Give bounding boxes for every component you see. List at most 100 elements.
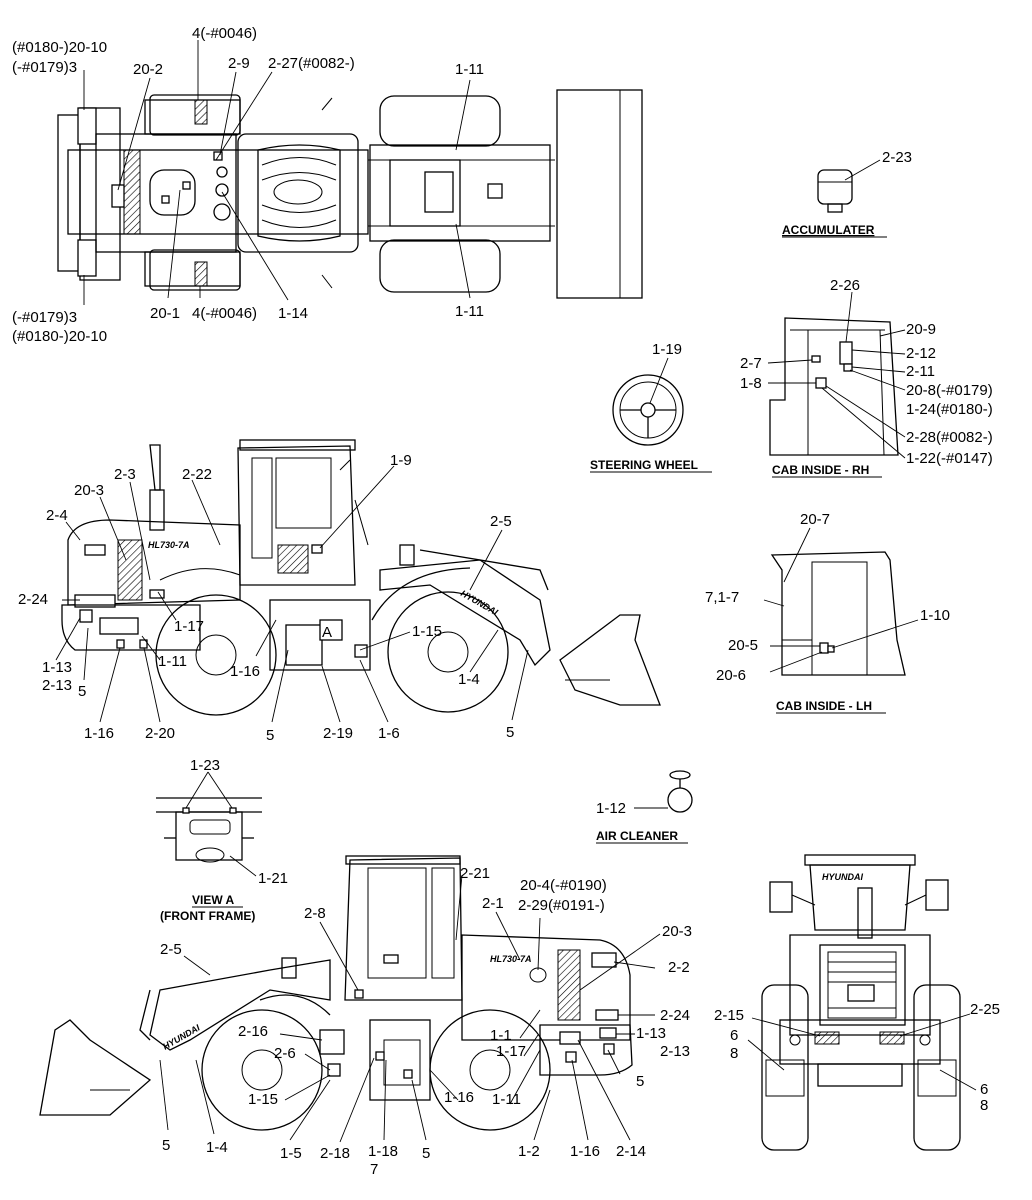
- callout-1-13-lh: 1-13: [42, 659, 72, 676]
- callout-2-24-lh: 2-24: [18, 591, 48, 608]
- callout-1-21: 1-21: [258, 870, 288, 887]
- caption-view-a: VIEW A: [192, 893, 235, 907]
- caption-accumulator: ACCUMULATER: [782, 223, 875, 237]
- caption-cab-inside-lh: CAB INSIDE - LH: [776, 699, 872, 713]
- callout-2-15: 2-15: [714, 1007, 744, 1024]
- caption-front-frame: (FRONT FRAME): [160, 909, 255, 923]
- callout-2-9: 2-9: [228, 55, 250, 72]
- callout-20-5: 20-5: [728, 637, 758, 654]
- callout-7-rh: 7: [370, 1161, 378, 1178]
- callout-2-23: 2-23: [882, 149, 912, 166]
- callout-1-16-lh-a: 1-16: [230, 663, 260, 680]
- callout-2-16: 2-16: [238, 1023, 268, 1040]
- air-cleaner-detail: 1-12 AIR CLEANER: [596, 770, 693, 844]
- left-side-view-leaders: [55, 465, 529, 723]
- callout-3-bottom: (-#0179)3: [12, 309, 77, 326]
- callout-2-21: 2-21: [460, 865, 490, 882]
- callout-20-2: 20-2: [133, 61, 163, 78]
- callout-2-19: 2-19: [323, 725, 353, 742]
- callout-2-28: 2-28(#0082-): [906, 429, 993, 446]
- left-side-view-callouts: 1-9 2-3 2-22 20-3 2-4 2-5 2-24 1-17 1-15…: [18, 452, 514, 744]
- callout-6-rear-b: 6: [980, 1081, 988, 1098]
- rear-view-machine: HYUNDAI: [761, 854, 961, 1151]
- callout-1-5: 1-5: [280, 1145, 302, 1162]
- top-view-callouts: (#0180-)20-10 (-#0179)3 20-2 4(-#0046) 2…: [12, 25, 484, 345]
- callout-2-7: 2-7: [740, 355, 762, 372]
- callout-2-24-rh: 2-24: [660, 1007, 690, 1024]
- brand-lh: HYUNDAI: [459, 588, 500, 617]
- callout-5-rh-b: 5: [162, 1137, 170, 1154]
- callout-4-bottom: 4(-#0046): [192, 305, 257, 322]
- callout-20-1: 20-1: [150, 305, 180, 322]
- callout-2-4: 2-4: [46, 507, 68, 524]
- callout-3-top: (-#0179)3: [12, 59, 77, 76]
- callout-6-rear-a: 6: [730, 1027, 738, 1044]
- callout-1-16-rh-b: 1-16: [570, 1143, 600, 1160]
- brand-rear: HYUNDAI: [822, 872, 864, 882]
- rear-view-leaders: [747, 1013, 977, 1091]
- callout-2-18: 2-18: [320, 1145, 350, 1162]
- callout-20-4: 20-4(-#0190): [520, 877, 607, 894]
- caption-cab-inside-rh: CAB INSIDE - RH: [772, 463, 869, 477]
- callout-20-8: 20-8(-#0179): [906, 382, 993, 399]
- caption-steering-wheel: STEERING WHEEL: [590, 458, 698, 472]
- callout-2-22: 2-22: [182, 466, 212, 483]
- callout-1-16-lh-b: 1-16: [84, 725, 114, 742]
- callout-8-rear-a: 8: [730, 1045, 738, 1062]
- callout-1-17-lh: 1-17: [174, 618, 204, 635]
- view-a-front-frame-detail: 1-23 1-21 VIEW A (FRONT FRAME): [156, 757, 288, 923]
- callout-1-15-lh: 1-15: [412, 623, 442, 640]
- callout-2-1: 2-1: [482, 895, 504, 912]
- callout-5-rh-c: 5: [422, 1145, 430, 1162]
- callout-5-rh-a: 5: [636, 1073, 644, 1090]
- arrow-a-label: A: [322, 624, 332, 641]
- callout-1-4-lh: 1-4: [458, 671, 480, 688]
- callout-2-13-rh: 2-13: [660, 1043, 690, 1060]
- callout-20-6: 20-6: [716, 667, 746, 684]
- callout-1-9: 1-9: [390, 452, 412, 469]
- right-side-view-leaders: [159, 874, 661, 1143]
- right-side-view-callouts: 2-21 20-4(-#0190) 2-29(#0191-) 2-8 2-1 2…: [160, 865, 692, 1178]
- callout-1-24: 1-24(#0180-): [906, 401, 993, 418]
- callout-1-11-bottom: 1-11: [455, 303, 484, 320]
- callout-1-17-rh: 1-17: [496, 1043, 526, 1060]
- callout-1-10: 1-10: [920, 607, 950, 624]
- callout-1-16-rh: 1-16: [444, 1089, 474, 1106]
- left-side-view-machine: HL730-7A A HYUNDAI: [61, 439, 661, 716]
- callout-1-18: 1-18: [368, 1143, 398, 1160]
- callout-1-12: 1-12: [596, 800, 626, 817]
- callout-8-rear-b: 8: [980, 1097, 988, 1114]
- callout-20-10-bottom: (#0180-)20-10: [12, 328, 107, 345]
- callout-1-4-rh: 1-4: [206, 1139, 228, 1156]
- callout-4-top: 4(-#0046): [192, 25, 257, 42]
- callout-1-15-rh: 1-15: [248, 1091, 278, 1108]
- callout-20-3-lh: 20-3: [74, 482, 104, 499]
- cab-inside-rh-detail: 2-26 20-9 2-12 2-7 2-11 1-8 20-8(-#0179)…: [740, 277, 993, 478]
- callout-2-26: 2-26: [830, 277, 860, 294]
- callout-1-1: 1-1: [490, 1027, 512, 1044]
- callout-1-14: 1-14: [278, 305, 308, 322]
- callout-20-9: 20-9: [906, 321, 936, 338]
- callout-1-22: 1-22(-#0147): [906, 450, 993, 467]
- rear-view-callouts: 2-15 2-25 6 8 6 8: [714, 1001, 1000, 1114]
- callout-5-lh-b: 5: [266, 727, 274, 744]
- callout-2-13-lh: 2-13: [42, 677, 72, 694]
- top-rear-lamp-lower: [77, 239, 97, 277]
- callout-2-27: 2-27(#0082-): [268, 55, 355, 72]
- callout-2-2: 2-2: [668, 959, 690, 976]
- callout-20-7: 20-7: [800, 511, 830, 528]
- callout-5-lh-a: 5: [78, 683, 86, 700]
- caption-air-cleaner: AIR CLEANER: [596, 829, 678, 843]
- top-view-machine: [57, 89, 643, 299]
- machine-model-lh: HL730-7A: [148, 540, 190, 550]
- callout-2-14: 2-14: [616, 1143, 646, 1160]
- callout-1-8: 1-8: [740, 375, 762, 392]
- callout-2-20: 2-20: [145, 725, 175, 742]
- callout-1-11-lh: 1-11: [158, 653, 187, 670]
- callout-1-11-rh: 1-11: [492, 1091, 521, 1108]
- cab-inside-lh-detail: 20-7 7,1-7 1-10 20-5 20-6 CAB INSIDE - L…: [705, 511, 950, 714]
- top-rear-lamp-upper: [77, 107, 97, 145]
- callout-2-5-lh: 2-5: [490, 513, 512, 530]
- callout-2-6: 2-6: [274, 1045, 296, 1062]
